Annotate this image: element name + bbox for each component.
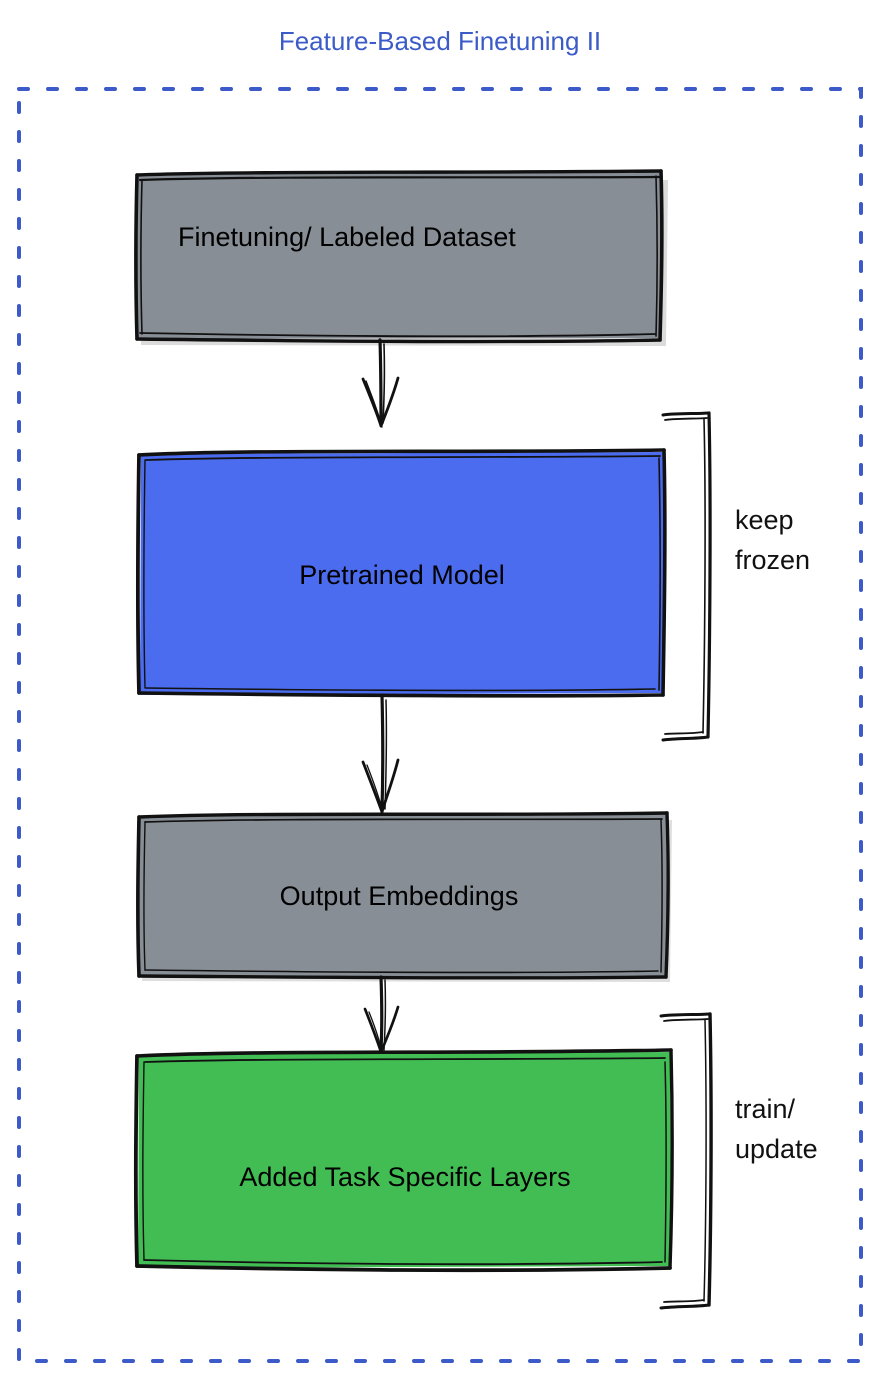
arrow3-shaft-a bbox=[379, 975, 384, 1052]
node-embeddings-fill bbox=[139, 814, 667, 977]
train-update-bracket-spine-b bbox=[703, 1019, 707, 1302]
arrow-dataset-to-pretrained bbox=[361, 338, 400, 428]
arrow3-head-left bbox=[363, 1007, 383, 1054]
node-dataset-edge-right-b bbox=[655, 175, 658, 337]
node-dataset-edge-top-a bbox=[135, 169, 663, 177]
node-dataset-edge-left-a bbox=[134, 173, 139, 341]
node-pretrained-edge-left-a bbox=[135, 453, 141, 695]
arrow-embeddings-to-tasklayers bbox=[363, 975, 400, 1054]
node-embeddings-edge-left-a bbox=[136, 815, 141, 978]
node-added-task-specific-layers[interactable]: Added Task Specific Layers bbox=[133, 1048, 674, 1273]
keep-frozen-label-line1: keep bbox=[735, 505, 794, 535]
arrow2-head-left bbox=[361, 760, 384, 814]
node-pretrained-model[interactable]: Pretrained Model bbox=[135, 448, 667, 698]
node-tasklayers-edge-left-a bbox=[133, 1054, 139, 1268]
train-update-label-line2: update bbox=[735, 1134, 818, 1164]
node-output-embeddings[interactable]: Output Embeddings bbox=[136, 811, 672, 982]
node-tasklayers-edge-left-b bbox=[142, 1061, 145, 1261]
train-update-bracket-bottom-b bbox=[663, 1299, 705, 1303]
node-dataset-edge-right-a bbox=[658, 169, 664, 342]
node-pretrained-edge-bottom-a bbox=[137, 691, 665, 698]
arrow3-head-right bbox=[379, 1005, 400, 1054]
node-pretrained-edge-right-b bbox=[658, 457, 661, 691]
node-embeddings-label: Output Embeddings bbox=[280, 881, 519, 911]
node-dataset-edge-bottom-b bbox=[139, 332, 656, 338]
node-pretrained-fill bbox=[140, 452, 664, 695]
arrow1-head-left2 bbox=[365, 380, 383, 428]
bracket-keep-frozen: keep frozen bbox=[661, 411, 810, 742]
node-pretrained-edge-top-a bbox=[137, 448, 666, 457]
node-dataset-fill bbox=[137, 172, 661, 339]
train-update-bracket-bottom-a bbox=[659, 1303, 711, 1310]
node-pretrained-label: Pretrained Model bbox=[299, 560, 505, 590]
arrow1-shaft-b bbox=[382, 343, 386, 424]
train-update-bracket-top-a bbox=[659, 1012, 712, 1018]
node-embeddings-edge-top-b bbox=[144, 818, 663, 823]
node-embeddings-edge-top-a bbox=[137, 811, 669, 819]
keep-frozen-bracket-spine-b bbox=[702, 418, 706, 734]
keep-frozen-bracket-top-a bbox=[661, 411, 711, 417]
arrow1-shaft-a bbox=[378, 338, 383, 426]
node-pretrained-edge-left-b bbox=[143, 459, 146, 689]
node-embeddings-edge-bottom-a bbox=[137, 974, 668, 980]
node-dataset-edge-bottom-a bbox=[135, 337, 662, 344]
arrow3-head-left2 bbox=[368, 1011, 383, 1054]
node-tasklayers-edge-top-a bbox=[135, 1048, 673, 1058]
keep-frozen-bracket-spine-a bbox=[706, 411, 712, 739]
node-pretrained-edge-right-a bbox=[661, 448, 667, 697]
train-update-bracket-spine-a bbox=[707, 1012, 713, 1307]
node-finetuning-labeled-dataset[interactable]: Finetuning/ Labeled Dataset bbox=[134, 169, 668, 346]
node-dataset-edge-top-b bbox=[138, 175, 661, 182]
node-tasklayers-edge-bottom-b bbox=[143, 1259, 663, 1266]
node-tasklayers-label: Added Task Specific Layers bbox=[239, 1162, 570, 1192]
node-embeddings-edge-right-a bbox=[664, 811, 670, 979]
page-title: Feature-Based Finetuning II bbox=[279, 26, 601, 56]
bracket-train-update: train/ update bbox=[659, 1012, 818, 1310]
node-tasklayers-edge-bottom-a bbox=[135, 1264, 672, 1273]
node-pretrained-edge-top-b bbox=[145, 455, 661, 461]
keep-frozen-bracket-top-b bbox=[664, 417, 708, 421]
keep-frozen-bracket-bottom-b bbox=[664, 731, 704, 735]
node-tasklayers-edge-right-a bbox=[668, 1048, 674, 1270]
arrow1-head-right bbox=[379, 376, 400, 428]
train-update-bracket-top-b bbox=[663, 1018, 709, 1022]
arrow2-head-right bbox=[380, 758, 400, 814]
arrow1-head-left bbox=[361, 377, 383, 428]
node-tasklayers-edge-top-b bbox=[144, 1057, 666, 1063]
node-embeddings-edge-bottom-b bbox=[144, 969, 659, 974]
keep-frozen-bracket-bottom-a bbox=[661, 735, 710, 742]
node-tasklayers-fill bbox=[138, 1052, 671, 1268]
node-tasklayers-edge-right-b bbox=[664, 1061, 667, 1263]
arrow-pretrained-to-embeddings bbox=[361, 693, 400, 814]
node-pretrained-edge-bottom-b bbox=[145, 687, 656, 692]
arrow2-shaft-a bbox=[380, 693, 385, 812]
node-embeddings-edge-left-b bbox=[143, 821, 146, 971]
dashed-container-border bbox=[17, 87, 863, 1363]
node-dataset-edge-left-b bbox=[140, 179, 143, 335]
keep-frozen-label-line2: frozen bbox=[735, 545, 810, 575]
arrow2-shaft-b bbox=[384, 699, 388, 810]
train-update-label-line1: train/ bbox=[735, 1094, 796, 1124]
node-dataset-label: Finetuning/ Labeled Dataset bbox=[178, 222, 516, 252]
node-embeddings-edge-right-b bbox=[660, 819, 663, 973]
arrow2-head-left2 bbox=[366, 764, 384, 814]
